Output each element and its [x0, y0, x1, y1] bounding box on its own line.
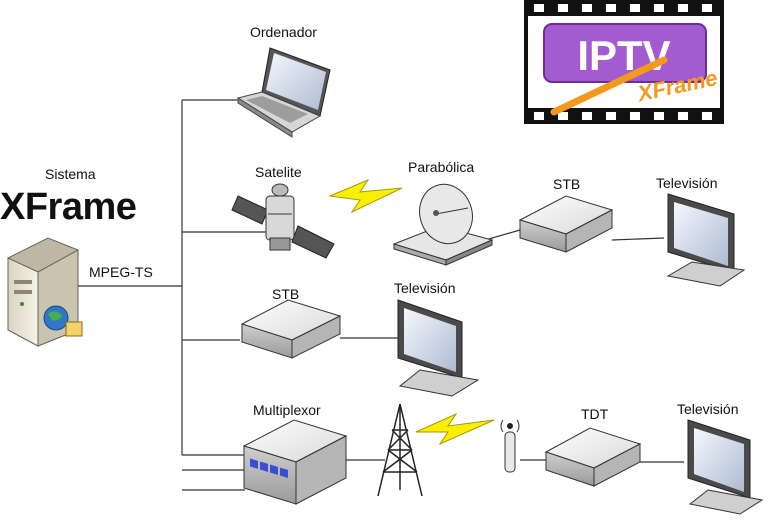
- stb-box-icon: [518, 195, 614, 253]
- stream-label: MPEG-TS: [89, 264, 153, 280]
- satelite-label: Satelite: [255, 164, 302, 180]
- antenna-icon: [500, 419, 520, 473]
- ordenador-label: Ordenador: [250, 24, 317, 40]
- television-icon: [397, 299, 480, 397]
- stb-top-label: STB: [553, 176, 581, 192]
- television-icon: [666, 193, 746, 287]
- system-caption: Sistema: [45, 166, 96, 182]
- link-stb-tv-top: [611, 237, 665, 241]
- satellite-dish-icon: [392, 183, 494, 266]
- television-icon: [687, 419, 764, 515]
- lightning-bolt-icon: [328, 178, 403, 214]
- multiplexor-label: Multiplexor: [253, 402, 321, 418]
- laptop-icon: [236, 47, 331, 138]
- stb-box-icon: [240, 299, 342, 359]
- film-holes: [534, 4, 712, 120]
- satellite-icon: [231, 183, 335, 259]
- tv-bottom-label: Televisión: [677, 401, 739, 417]
- connection-lines: [75, 99, 684, 491]
- transmission-tower-icon: [377, 403, 423, 497]
- server-icon: [7, 237, 83, 347]
- logo-text: IPTV: [577, 32, 670, 79]
- tv-mid-label: Televisión: [394, 280, 456, 296]
- stb-mid-label: STB: [272, 286, 300, 302]
- system-name: XFrame: [0, 186, 137, 228]
- tdt-label: TDT: [581, 406, 609, 422]
- lightning-bolt-icon: [415, 412, 495, 446]
- tdt-box-icon: [544, 427, 642, 487]
- parabolica-label: Parabólica: [408, 159, 475, 175]
- tv-top-label: Televisión: [656, 175, 718, 191]
- iptv-logo: IPTV XFrame: [524, 0, 724, 124]
- multiplexor-icon: [242, 419, 348, 505]
